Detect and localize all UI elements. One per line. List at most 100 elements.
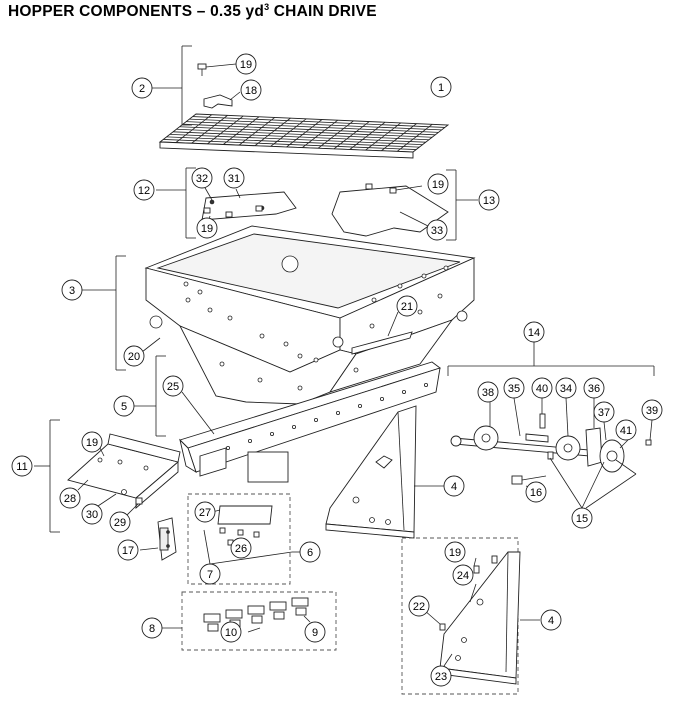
svg-text:33: 33 — [431, 225, 443, 237]
callout-28: 28 — [59, 487, 81, 509]
svg-text:9: 9 — [312, 627, 318, 639]
leg-lower-group-4 — [401, 537, 540, 695]
svg-text:8: 8 — [149, 623, 155, 635]
callout-19-group11: 19 — [81, 431, 103, 453]
svg-text:13: 13 — [483, 195, 495, 207]
chain-conveyor — [134, 355, 441, 483]
callout-18: 18 — [240, 79, 262, 101]
hopper-body — [82, 225, 476, 405]
callout-4-lower: 4 — [540, 609, 562, 631]
callout-34: 34 — [555, 377, 577, 399]
callout-32: 32 — [191, 167, 213, 189]
svg-text:14: 14 — [528, 327, 540, 339]
callout-27: 27 — [194, 501, 216, 523]
callout-16: 16 — [525, 481, 547, 503]
callout-10: 10 — [220, 621, 242, 643]
svg-text:41: 41 — [620, 425, 632, 437]
bracket-group-12 — [156, 167, 297, 239]
callout-23: 23 — [430, 665, 452, 687]
callout-35: 35 — [503, 377, 525, 399]
svg-text:32: 32 — [196, 173, 208, 185]
svg-text:10: 10 — [225, 627, 237, 639]
svg-text:26: 26 — [235, 543, 247, 555]
callout-38: 38 — [477, 381, 499, 403]
callout-11: 11 — [11, 455, 33, 477]
svg-text:24: 24 — [457, 570, 469, 582]
svg-text:19: 19 — [86, 437, 98, 449]
callout-20: 20 — [123, 345, 145, 367]
svg-text:28: 28 — [64, 493, 76, 505]
svg-text:22: 22 — [413, 601, 425, 613]
callout-37: 37 — [593, 401, 615, 423]
callout-8: 8 — [141, 617, 163, 639]
callout-19-top: 19 — [235, 53, 257, 75]
svg-text:29: 29 — [114, 517, 126, 529]
svg-text:36: 36 — [588, 383, 600, 395]
svg-text:27: 27 — [199, 507, 211, 519]
callout-1: 1 — [430, 76, 452, 98]
callout-19-group13: 19 — [427, 173, 449, 195]
bracket-17 — [139, 517, 177, 561]
svg-text:25: 25 — [167, 381, 179, 393]
callout-41: 41 — [615, 419, 637, 441]
callout-33: 33 — [426, 219, 448, 241]
chain-group-8 — [162, 591, 337, 651]
plate-group-11 — [34, 419, 181, 533]
svg-text:23: 23 — [435, 671, 447, 683]
callout-12: 12 — [133, 179, 155, 201]
svg-text:38: 38 — [482, 387, 494, 399]
callout-40: 40 — [531, 377, 553, 399]
svg-text:19: 19 — [201, 223, 213, 235]
svg-text:1: 1 — [438, 82, 444, 94]
svg-text:3: 3 — [69, 285, 75, 297]
svg-text:19: 19 — [240, 59, 252, 71]
callout-30: 30 — [81, 503, 103, 525]
callout-19-group4: 19 — [444, 541, 466, 563]
grate — [158, 113, 450, 159]
callout-26: 26 — [230, 537, 252, 559]
leg-upper — [325, 405, 444, 539]
svg-text:6: 6 — [307, 547, 313, 559]
callout-9: 9 — [304, 621, 326, 643]
svg-text:12: 12 — [138, 185, 150, 197]
svg-text:37: 37 — [598, 407, 610, 419]
callout-4: 4 — [443, 475, 465, 497]
callout-21: 21 — [396, 295, 418, 317]
svg-text:21: 21 — [401, 301, 413, 313]
svg-text:17: 17 — [122, 545, 134, 557]
callout-25: 25 — [162, 375, 184, 397]
svg-text:7: 7 — [207, 569, 213, 581]
svg-text:16: 16 — [530, 487, 542, 499]
svg-text:15: 15 — [576, 513, 588, 525]
callout-22: 22 — [408, 595, 430, 617]
callout-6: 6 — [299, 541, 321, 563]
svg-text:19: 19 — [432, 179, 444, 191]
callout-29: 29 — [109, 511, 131, 533]
page-title: HOPPER COMPONENTS – 0.35 yd3 CHAIN DRIVE — [8, 2, 377, 21]
callout-19-group12: 19 — [196, 217, 218, 239]
callout-2: 2 — [131, 77, 153, 99]
svg-text:4: 4 — [548, 615, 554, 627]
svg-text:20: 20 — [128, 351, 140, 363]
callout-31: 31 — [223, 167, 245, 189]
svg-text:11: 11 — [16, 461, 27, 473]
callout-17: 17 — [117, 539, 139, 561]
callout-14: 14 — [523, 321, 545, 343]
callout-24: 24 — [452, 564, 474, 586]
callout-36: 36 — [583, 377, 605, 399]
svg-text:4: 4 — [451, 481, 457, 493]
drive-group-14 — [447, 342, 655, 509]
svg-text:19: 19 — [449, 547, 461, 559]
svg-text:18: 18 — [245, 85, 257, 97]
svg-text:40: 40 — [536, 383, 548, 395]
svg-text:34: 34 — [560, 383, 572, 395]
callout-7: 7 — [199, 563, 221, 585]
svg-text:30: 30 — [86, 509, 98, 521]
svg-text:39: 39 — [646, 405, 658, 417]
callout-15: 15 — [571, 507, 593, 529]
callout-5: 5 — [113, 395, 135, 417]
callout-13: 13 — [478, 189, 500, 211]
callout-3: 3 — [61, 279, 83, 301]
spinner-cover-group-13 — [331, 169, 478, 241]
